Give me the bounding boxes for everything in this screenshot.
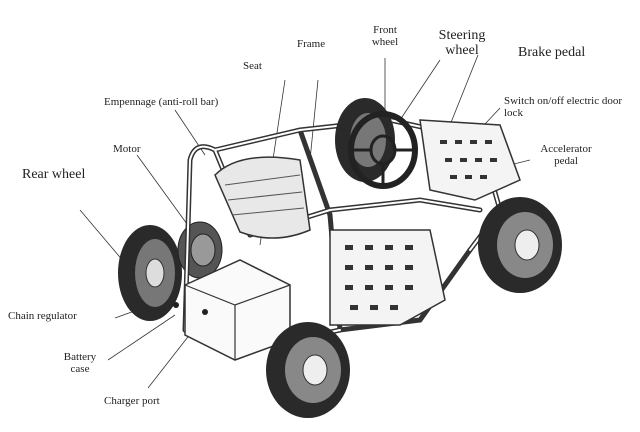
side-panel-drawing: [329, 229, 446, 326]
steering-wheel-drawing: [348, 111, 418, 189]
label-chain-regulator: Chain regulator: [8, 310, 77, 322]
bottom-rear-wheel-drawing: [266, 322, 350, 418]
label-brake-pedal: Brake pedal: [518, 45, 586, 60]
leader-motor: [136, 154, 196, 236]
front-panel-drawing: [419, 119, 521, 201]
leader-steering-wheel: [399, 59, 441, 121]
leader-battery-case: [107, 314, 176, 361]
label-frame: Frame: [297, 38, 326, 50]
right-front-wheel-drawing: [478, 197, 562, 293]
label-seat: Seat: [243, 60, 262, 72]
seat-drawing: [214, 156, 311, 239]
label-switch-lock: Switch on/off electric door lock: [504, 95, 623, 119]
label-rear-wheel: Rear wheel: [22, 167, 86, 182]
leader-brake-pedal: [449, 54, 479, 126]
label-accelerator-pedal: Accelerator pedal: [540, 143, 592, 167]
front-wheel-drawing: [335, 98, 395, 182]
label-charger-port: Charger port: [104, 395, 160, 407]
label-battery-case: Battery case: [63, 351, 97, 375]
label-motor: Motor: [113, 143, 141, 155]
leader-frame: [309, 79, 319, 161]
label-steering-wheel: Steering wheel: [438, 28, 486, 58]
label-front-wheel: Front wheel: [371, 24, 399, 48]
label-empennage: Empennage (anti-roll bar): [104, 96, 219, 108]
rear-wheel-drawing: [118, 225, 182, 321]
